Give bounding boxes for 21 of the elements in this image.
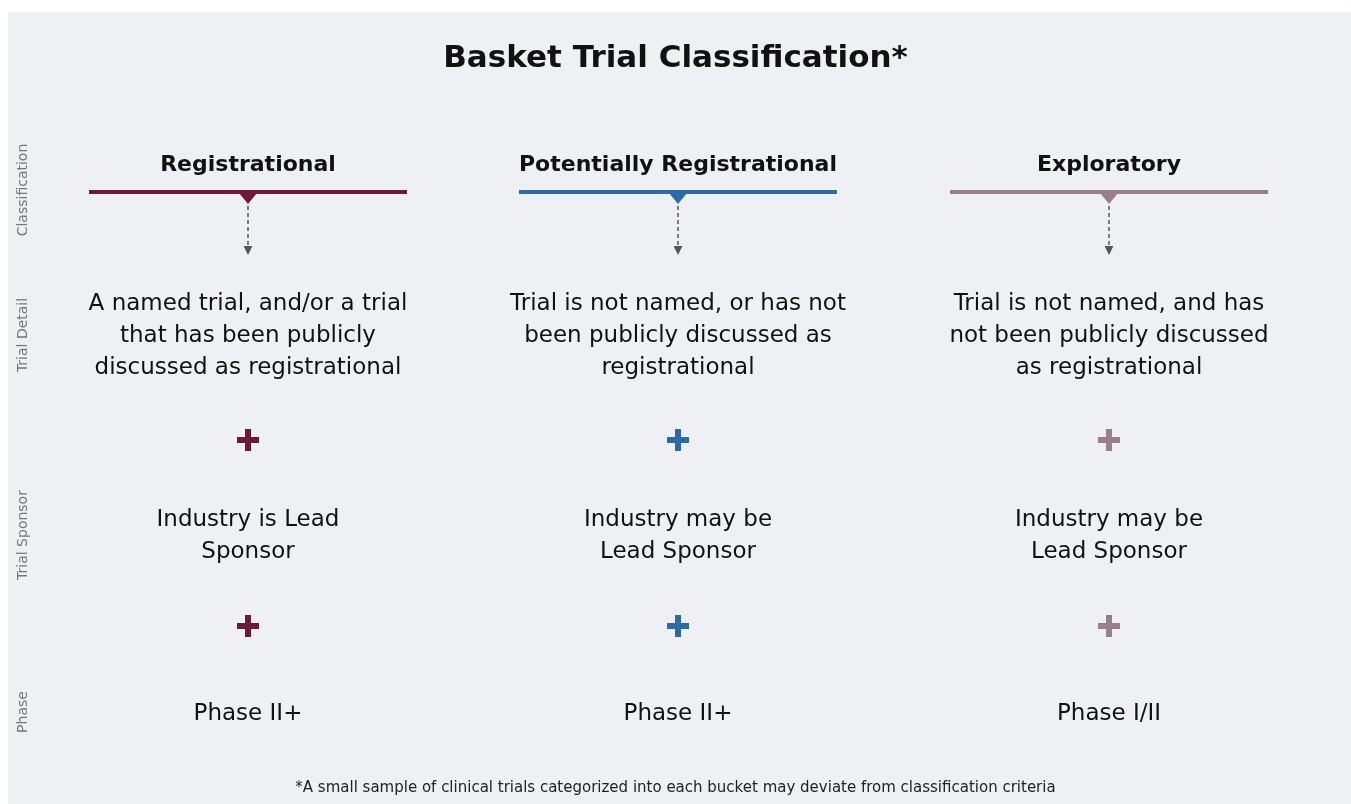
- dashed-arrow: [1104, 205, 1114, 255]
- dashed-arrow: [243, 205, 253, 255]
- criteria-text: A named trial, and/or a trial that has been publicly discussed as registrational: [78, 286, 418, 382]
- row-label: Classification: [13, 143, 30, 237]
- criteria-text: Phase II+: [508, 696, 848, 728]
- criteria-text: Industry is Lead Sponsor: [148, 502, 348, 566]
- criteria-text: Industry may be Lead Sponsor: [578, 502, 778, 566]
- criteria-text: Trial is not named, and has not been publicly discussed as registrational: [939, 286, 1279, 382]
- criteria-text: Phase I/II: [939, 696, 1279, 728]
- row-label: Phase: [13, 691, 30, 733]
- dashed-arrow: [673, 205, 683, 255]
- column-heading: Exploratory: [950, 148, 1268, 206]
- criteria-text: Trial is not named, or has not been publicly discussed as registrational: [508, 286, 848, 382]
- column-heading: Registrational: [89, 148, 407, 206]
- row-label: Trial Sponsor: [13, 490, 30, 580]
- title: Basket Trial Classification*: [442, 38, 909, 74]
- criteria-text: Industry may be Lead Sponsor: [1009, 502, 1209, 566]
- row-label: Trial Detail: [14, 297, 31, 373]
- caption: *A small sample of clinical trials categorized into each bucket may deviate from classification criteria: [294, 778, 1057, 796]
- column-heading: Potentially Registrational: [519, 148, 837, 206]
- criteria-text: Phase II+: [78, 696, 418, 728]
